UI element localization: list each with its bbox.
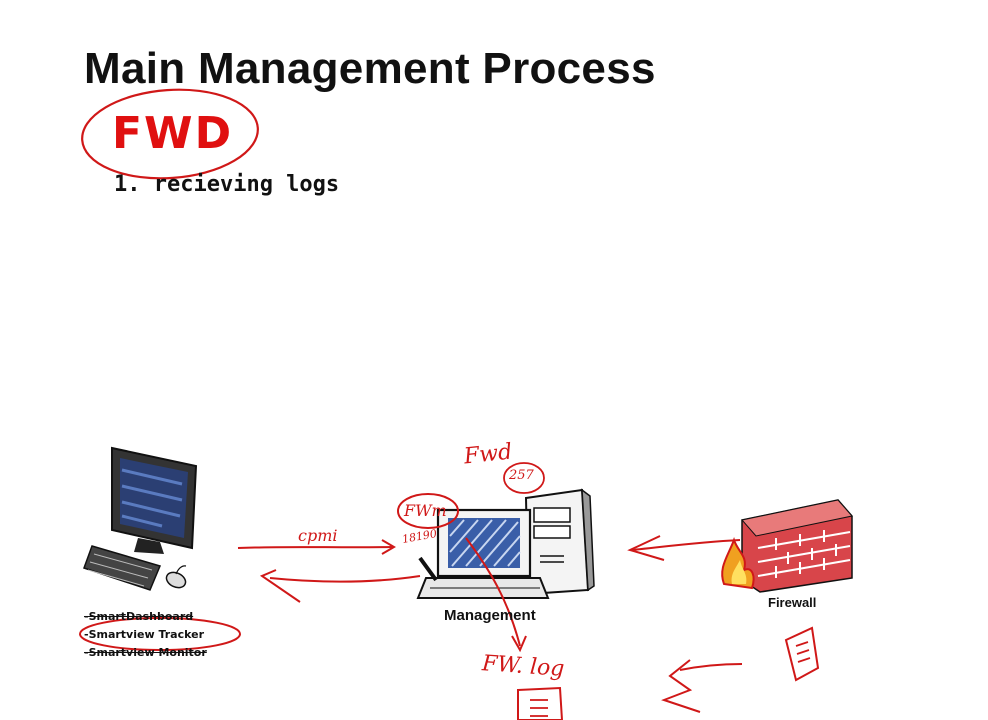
return-arrow <box>269 575 421 583</box>
fwm-circle <box>397 493 459 529</box>
client-tool-smartview-tracker: -Smartview Tracker <box>84 628 205 641</box>
log-file-icon <box>784 626 820 682</box>
cpmi-annotation: cpmi <box>298 526 338 545</box>
firewall-to-management-arrow <box>631 539 741 551</box>
client-computer-icon <box>83 446 198 591</box>
fw-log-line <box>465 537 521 647</box>
management-label: Management <box>444 607 536 624</box>
port-257-circle <box>503 462 545 494</box>
client-tool-smartview-monitor: -Smartview Monitor <box>84 646 207 659</box>
tracker-circle <box>79 617 241 651</box>
port-257-annotation: 257 <box>509 468 534 483</box>
cpmi-arrow <box>237 546 393 549</box>
list-item-recieving-logs: 1. recieving logs <box>114 172 340 197</box>
page-title: Main Management Process <box>84 44 656 93</box>
firewall-label: Firewall <box>768 595 817 610</box>
firewall-icon <box>721 499 853 593</box>
fw-log-file-icon <box>517 686 564 720</box>
fwd-annotation: Fwd <box>462 439 514 470</box>
log-arrow <box>679 663 743 671</box>
client-tool-smartdashboard: -SmartDashboard <box>84 610 194 623</box>
fwd-circle <box>81 88 259 180</box>
fwd-label: FWD <box>112 108 234 159</box>
fwm-annotation: FWm <box>404 501 447 520</box>
